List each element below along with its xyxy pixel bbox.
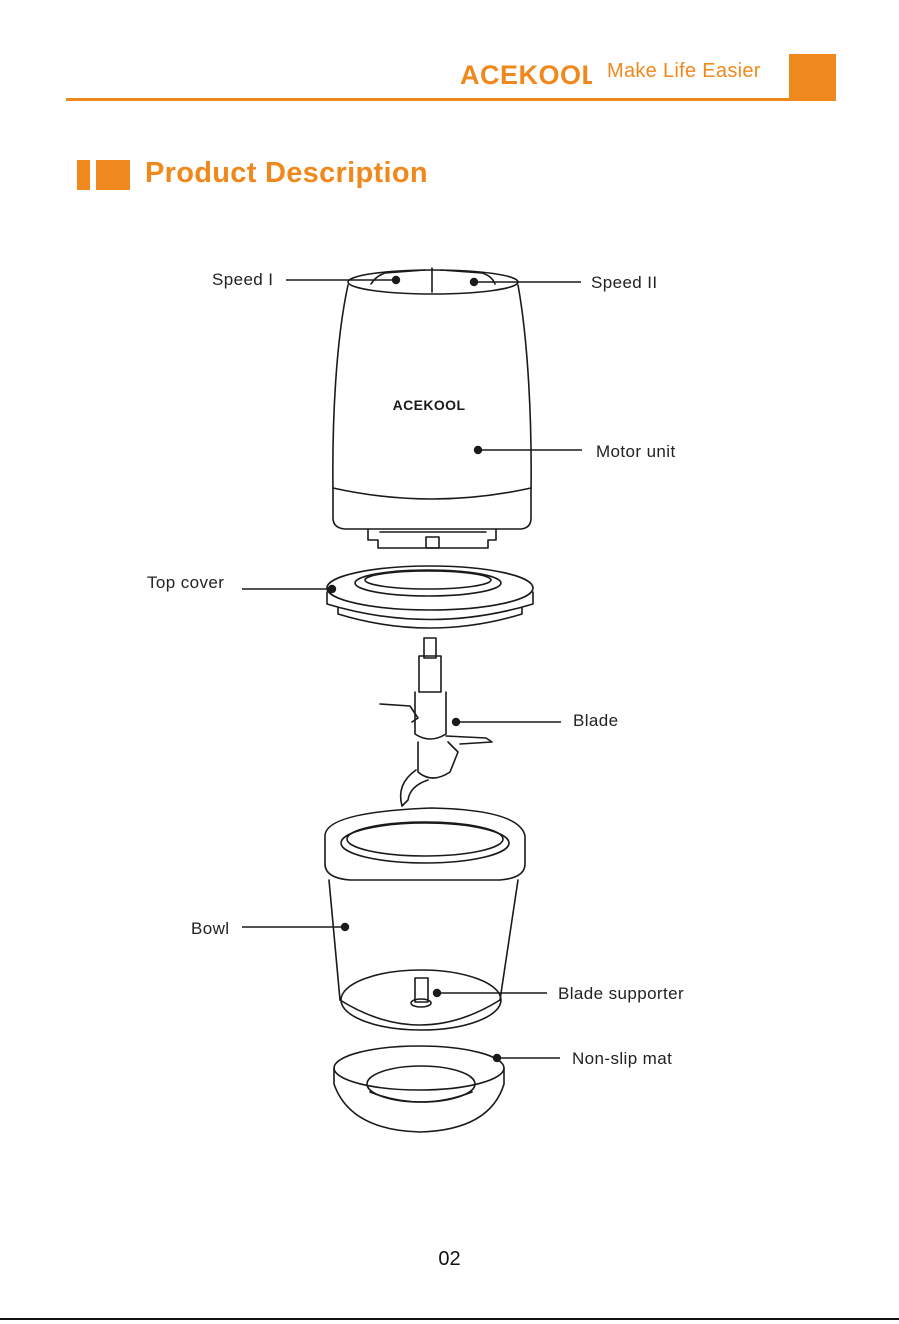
leader-lines	[242, 277, 582, 1062]
label-blade: Blade	[573, 711, 618, 731]
label-motor-unit: Motor unit	[596, 442, 676, 462]
non-slip-mat	[334, 1046, 504, 1132]
bowl	[325, 808, 525, 1030]
label-speed-2: Speed II	[591, 273, 658, 293]
page-number: 02	[0, 1248, 899, 1271]
top-cover	[327, 566, 533, 628]
label-top-cover: Top cover	[147, 573, 224, 593]
label-blade-supporter: Blade supporter	[558, 984, 684, 1004]
bottom-rule	[0, 1318, 899, 1320]
label-speed-1: Speed I	[212, 270, 273, 290]
label-bowl: Bowl	[191, 919, 229, 939]
label-non-slip-mat: Non-slip mat	[572, 1049, 672, 1069]
motor-unit-logo: ACEKOOL	[393, 397, 466, 413]
